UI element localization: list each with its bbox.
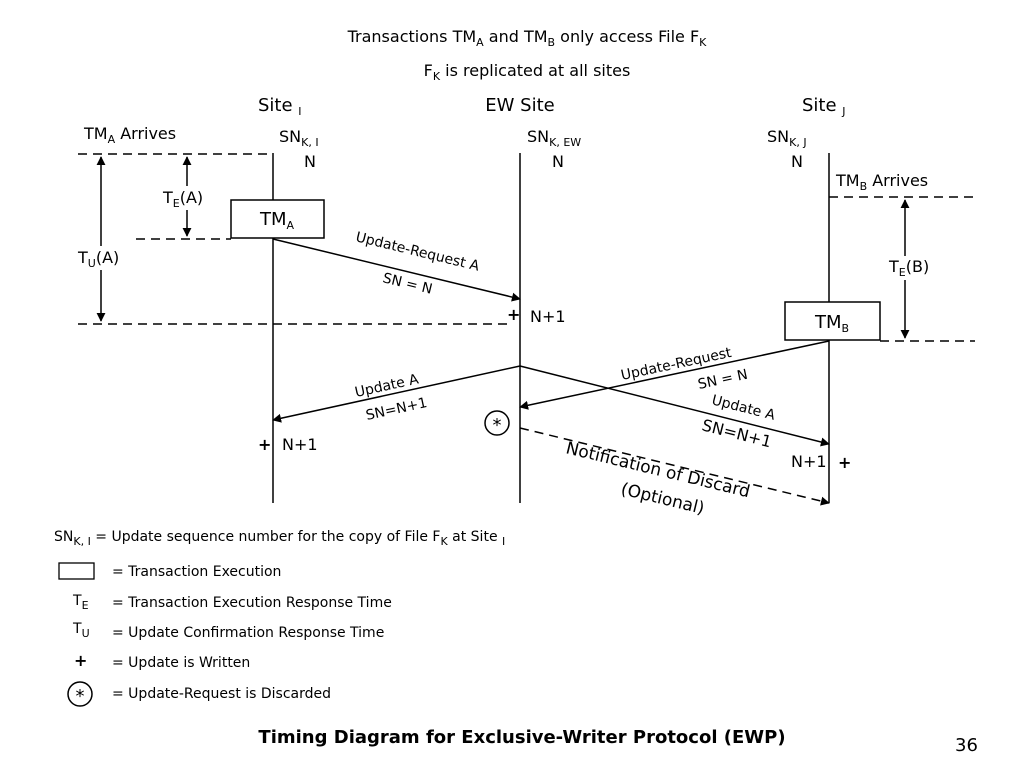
update-a-left-label: Update A: [353, 371, 420, 401]
header-line-1: Transactions TMA and TMB only access Fil…: [347, 27, 708, 49]
tmb-arrives-label: TMB Arrives: [835, 171, 928, 193]
update-request-b-arrow: [519, 340, 830, 410]
notification-of-discard-arrow: [519, 427, 830, 506]
te-a-label: TE(A): [162, 188, 203, 210]
update-request-a-arrow: [272, 238, 521, 302]
legend-tu-definition: = Update Confirmation Response Time: [112, 625, 384, 641]
legend-star-symbol: *: [76, 686, 85, 707]
te-b-label: TE(B): [888, 257, 929, 279]
legend-sn-definition: SNK, I = Update sequence number for the …: [54, 529, 505, 548]
sn-ew: SNK, EW: [527, 127, 581, 149]
sn-site-i-value: N: [304, 152, 316, 171]
legend-box-icon: [58, 562, 95, 580]
legend-discard-circle-icon: [67, 681, 93, 707]
site-j-new-sn-value: N+1: [791, 452, 827, 471]
legend-te-definition: = Transaction Execution Response Time: [112, 595, 392, 611]
tma-box-label: TMA: [259, 209, 295, 232]
legend-plus-symbol: +: [74, 651, 87, 670]
legend-box-definition: = Transaction Execution: [112, 564, 281, 580]
legend-plus-definition: = Update is Written: [112, 655, 250, 671]
legend-tu-symbol: TU: [72, 621, 90, 640]
slide-title: Timing Diagram for Exclusive-Writer Prot…: [258, 727, 785, 748]
sn-site-j: SNK, J: [767, 127, 807, 149]
update-a-left-arrow: [272, 365, 521, 423]
update-a-right-arrow: [519, 365, 830, 447]
sn-ew-value: N: [552, 152, 564, 171]
discard-star-icon: *: [493, 415, 502, 436]
sn-site-j-value: N: [791, 152, 803, 171]
legend-te-symbol: TE: [72, 593, 89, 612]
update-request-a-label: Update-Request A: [354, 229, 481, 274]
header-line-2: FK is replicated at all sites: [424, 61, 631, 83]
discard-circle-icon: [484, 410, 510, 436]
tmb-box-label: TMB: [814, 312, 849, 335]
update-request-a-sn-label: SN = N: [381, 270, 434, 297]
sn-site-i: SNK, I: [279, 127, 319, 149]
ew-site-label: EW Site: [485, 95, 554, 116]
tma-box: [230, 199, 325, 239]
ew-plus-marker: +: [507, 305, 520, 324]
update-request-b-sn-label: SN = N: [697, 367, 750, 393]
site-i-plus-marker: +: [258, 435, 271, 454]
site-j-label: Site J: [802, 95, 846, 118]
site-i-label: Site I: [258, 95, 302, 118]
tu-a-label: TU(A): [77, 248, 119, 270]
tmb-box: [784, 301, 881, 341]
ew-new-sn-value: N+1: [530, 307, 566, 326]
site-j-plus-marker: +: [838, 453, 851, 472]
page-number: 36: [955, 735, 978, 756]
legend-star-definition: = Update-Request is Discarded: [112, 686, 331, 702]
tma-arrives-label: TMA Arrives: [83, 124, 176, 146]
update-a-left-sn-label: SN=N+1: [364, 395, 428, 424]
site-i-new-sn-value: N+1: [282, 435, 318, 454]
